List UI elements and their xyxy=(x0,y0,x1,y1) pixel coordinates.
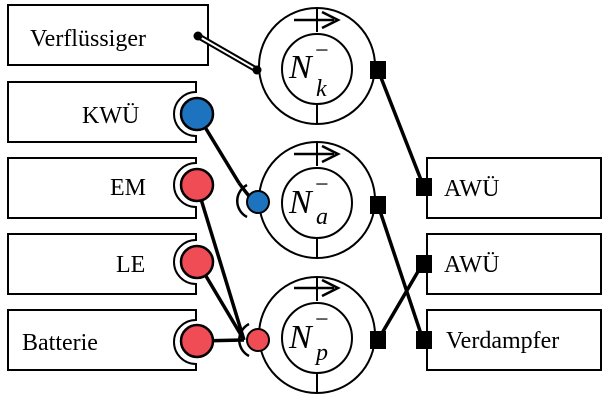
node-p-symbol: N xyxy=(288,319,314,356)
label-awue-1: AWÜ xyxy=(444,176,499,202)
node-a-subscript: a xyxy=(316,204,328,230)
node-a-symbol: N xyxy=(288,184,314,221)
box-em: EM xyxy=(7,157,197,219)
port-kwue-blue xyxy=(179,96,215,132)
connector-a-awue2 xyxy=(376,204,425,341)
label-le: LE xyxy=(116,252,145,278)
arrow-icon xyxy=(294,278,341,298)
connector-em-p xyxy=(195,185,246,341)
port-square-node-k xyxy=(370,61,386,79)
port-square-node-p xyxy=(370,331,386,349)
label-awue-2: AWÜ xyxy=(444,252,499,278)
port-square-verdampfer xyxy=(416,331,432,349)
box-awue-1: AWÜ xyxy=(426,157,602,219)
node-a: N − a xyxy=(258,141,376,259)
label-verdampfer: Verdampfer xyxy=(446,328,559,354)
port-square-node-a xyxy=(370,196,386,214)
node-p-superscript: − xyxy=(315,307,329,333)
port-node-a-blue xyxy=(246,190,270,214)
port-em-red xyxy=(179,167,215,203)
box-batterie: Batterie xyxy=(7,309,197,371)
node-p-subscript: p xyxy=(314,340,328,366)
port-square-awue-1 xyxy=(416,178,432,196)
port-dot-verfluessiger xyxy=(193,31,203,41)
node-k-symbol: N xyxy=(288,49,314,86)
node-p: N − p xyxy=(258,276,376,394)
box-awue-2: AWÜ xyxy=(426,233,602,295)
port-dot-node-k xyxy=(252,65,262,75)
arrow-icon xyxy=(294,144,341,164)
node-k-subscript: k xyxy=(316,76,327,102)
port-node-p-red xyxy=(246,328,270,352)
box-kwue: KWÜ xyxy=(7,81,197,143)
label-batterie: Batterie xyxy=(22,330,98,356)
label-verfluessiger: Verflüssiger xyxy=(30,26,146,52)
box-verdampfer: Verdampfer xyxy=(426,309,602,371)
node-k: N − k xyxy=(258,7,376,125)
node-k-superscript: − xyxy=(315,38,329,64)
node-a-superscript: − xyxy=(315,172,329,198)
connector-p-verdampfer xyxy=(376,262,425,341)
port-batterie-red xyxy=(179,323,215,359)
connector-k-awue1 xyxy=(376,69,425,186)
label-kwue: KWÜ xyxy=(82,103,139,129)
port-le-red xyxy=(179,244,215,280)
arrow-icon xyxy=(294,10,341,30)
box-le: LE xyxy=(7,233,197,295)
port-square-awue-2 xyxy=(416,255,432,273)
label-em: EM xyxy=(110,175,146,201)
box-verfluessiger: Verflüssiger xyxy=(7,4,209,66)
